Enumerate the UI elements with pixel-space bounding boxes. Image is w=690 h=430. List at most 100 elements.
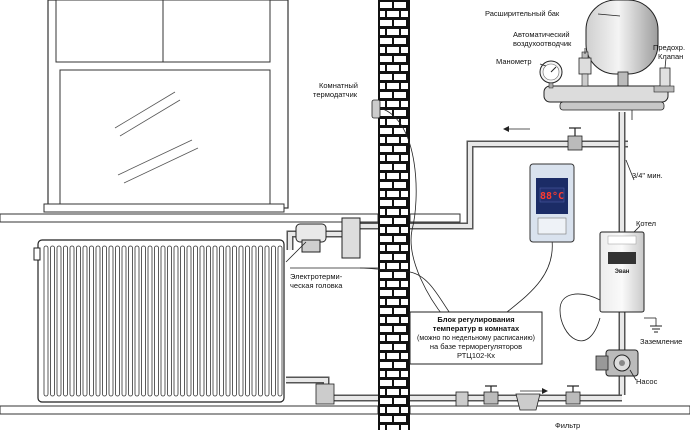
brick: [380, 128, 392, 134]
brick: [394, 20, 406, 26]
brick: [401, 101, 408, 107]
brick: [387, 389, 399, 395]
brick: [380, 290, 392, 296]
brick: [380, 137, 385, 143]
control-block-line-3: (можно по недельному расписанию): [417, 335, 535, 342]
brick: [394, 416, 406, 422]
brick: [380, 92, 392, 98]
radiator-fin: [199, 245, 205, 397]
brick: [380, 38, 392, 44]
radiator-fin: [212, 245, 218, 397]
pump-label: Насос: [636, 377, 658, 386]
brick: [380, 74, 392, 80]
brick: [394, 344, 406, 350]
ball-valve-top: [567, 127, 583, 151]
brick: [380, 227, 385, 233]
brick: [401, 407, 408, 413]
radiator-fin: [180, 245, 185, 397]
radiator-fin: [95, 245, 101, 397]
radiator-fin: [251, 245, 257, 397]
radiator: [33, 239, 285, 403]
brick: [387, 209, 399, 215]
radiator-fin: [128, 245, 133, 397]
brick: [394, 254, 406, 260]
brick: [394, 218, 406, 224]
brick: [401, 425, 408, 430]
radiator-fin: [264, 245, 270, 397]
brick: [394, 38, 406, 44]
filter-label: Фильтр: [555, 421, 580, 430]
radiator-fin: [89, 245, 94, 397]
brick: [387, 299, 399, 305]
radiator-fin: [63, 245, 68, 397]
brick: [380, 155, 385, 161]
brick: [380, 299, 385, 305]
brick: [394, 56, 406, 62]
brick: [380, 335, 385, 341]
air-vent-label-2: воздухоотводчик: [513, 39, 572, 48]
brick: [387, 11, 399, 17]
brick: [401, 47, 408, 53]
brick: [380, 11, 385, 17]
radiator-fin: [115, 245, 120, 397]
brick: [394, 110, 406, 116]
brick: [387, 263, 399, 269]
brick: [394, 164, 406, 170]
air-vent-label-1: Автоматический: [513, 30, 570, 39]
radiator-fin: [108, 245, 114, 397]
brick: [380, 182, 392, 188]
brick: [380, 245, 385, 251]
brick: [394, 290, 406, 296]
grounding-symbol: [644, 317, 662, 333]
brick: [387, 245, 399, 251]
brick: [380, 263, 385, 269]
brick: [394, 146, 406, 152]
brick: [387, 227, 399, 233]
control-block-line-2: температур в комнатах: [433, 324, 520, 333]
radiator-fin: [141, 245, 146, 397]
pipe-size-label: 3/4" мин.: [632, 171, 663, 180]
bottom-fittings: [315, 383, 581, 411]
brick: [380, 56, 392, 62]
brick: [380, 164, 392, 170]
brick: [387, 155, 399, 161]
brick: [380, 353, 385, 359]
radiator-fin: [238, 245, 244, 397]
brick: [387, 119, 399, 125]
brick: [387, 407, 399, 413]
brick: [394, 200, 406, 206]
brick: [394, 2, 406, 8]
brick: [380, 200, 392, 206]
brick: [380, 272, 392, 278]
brick: [401, 299, 408, 305]
radiator-fin: [232, 245, 237, 397]
brick: [401, 209, 408, 215]
brick: [401, 191, 408, 197]
brick: [401, 263, 408, 269]
control-block-line-5: РТЦ102-Кх: [457, 351, 495, 360]
radiator-fin: [56, 245, 62, 397]
radiator-fin: [69, 245, 75, 397]
radiator-fin: [167, 245, 172, 397]
brick: [380, 110, 392, 116]
brick: [380, 398, 392, 404]
brick: [394, 182, 406, 188]
radiator-fin: [121, 245, 127, 397]
brick: [387, 371, 399, 377]
brick: [394, 380, 406, 386]
boiler-unit: [599, 231, 645, 313]
brick: [394, 74, 406, 80]
brick: [380, 146, 392, 152]
brick: [394, 92, 406, 98]
brick: [380, 389, 385, 395]
safety-valve-label-2: Клапан: [658, 52, 683, 61]
brick: [401, 155, 408, 161]
brick: [380, 326, 392, 332]
controller-display-value: 88°C: [540, 191, 564, 202]
brick: [380, 101, 385, 107]
thermo-head: [295, 217, 361, 259]
brick: [394, 398, 406, 404]
brick: [380, 119, 385, 125]
brick: [401, 371, 408, 377]
radiator-fin: [50, 245, 55, 397]
